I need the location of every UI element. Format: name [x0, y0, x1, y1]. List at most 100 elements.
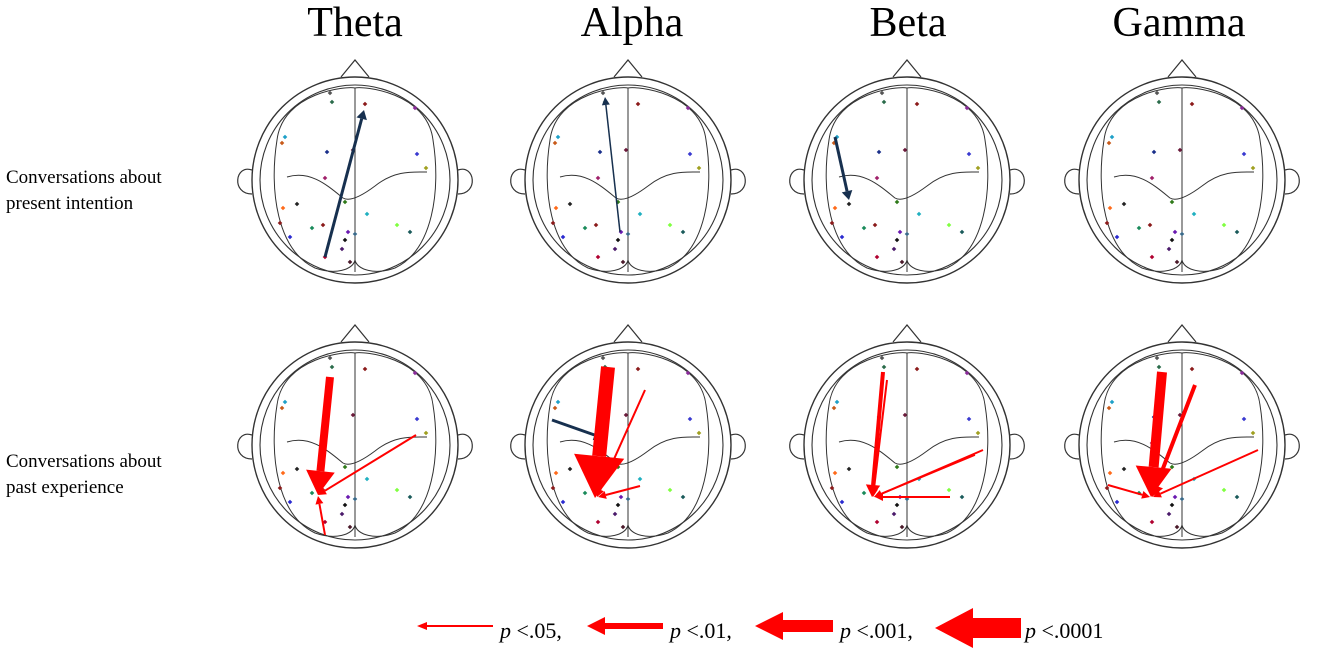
electrode-dot-icon	[364, 476, 370, 482]
connectivity-arrow-icon	[881, 454, 976, 495]
connectivity-arrow-icon	[872, 379, 888, 490]
electrode-dot-icon	[832, 470, 838, 476]
scalp-outline-icon	[259, 84, 451, 276]
electrode-dot-icon	[560, 499, 566, 505]
right-ear-icon	[457, 433, 473, 460]
right-hemisphere-icon	[1181, 87, 1264, 272]
connectivity-arrow-icon	[323, 118, 364, 258]
electrode-dot-icon	[553, 205, 559, 211]
right-ear-icon	[730, 168, 746, 195]
electrode-dot-icon	[320, 222, 326, 228]
legend-threshold: <.001,	[851, 618, 913, 643]
electrode-dot-icon	[552, 405, 558, 411]
central-sulcus-icon	[559, 171, 701, 200]
connectivity-arrow-icon-head	[601, 97, 610, 106]
arrow-icon	[935, 608, 1021, 648]
electrode-dot-icon	[1149, 175, 1155, 181]
central-sulcus-icon	[1113, 436, 1255, 465]
band-title-theta: Theta	[307, 0, 403, 46]
electrode-dot-icon	[696, 430, 702, 436]
electrode-dot-icon	[966, 151, 972, 157]
connectivity-arrow-icon	[605, 485, 641, 496]
legend-item-p05: p <.05,	[415, 608, 562, 653]
electrode-dot-icon	[1179, 496, 1185, 502]
connectivity-arrow-icon-head	[1149, 483, 1164, 497]
electrode-dot-icon	[287, 234, 293, 240]
electrode-dot-icon	[615, 502, 621, 508]
electrode-dot-icon	[294, 466, 300, 472]
left-hemisphere-icon	[1100, 352, 1183, 537]
electrode-dot-icon	[839, 234, 845, 240]
nose-icon	[340, 59, 370, 78]
electrode-dot-icon	[342, 237, 348, 243]
connectivity-arrow-icon-head	[875, 493, 883, 501]
electrode-dot-icon	[550, 220, 556, 226]
row-label-past-experience: Conversations about past experience	[6, 449, 162, 501]
electrode-dot-icon	[1174, 259, 1180, 265]
arrow-icon	[587, 617, 663, 635]
electrode-dot-icon	[975, 430, 981, 436]
electrode-dot-icon	[1156, 99, 1162, 105]
left-hemisphere-icon	[546, 87, 629, 272]
electrode-dot-icon	[874, 175, 880, 181]
legend-label-p01: p <.01,	[670, 618, 732, 644]
nose-icon	[892, 324, 922, 343]
electrode-dot-icon	[1114, 234, 1120, 240]
right-ear-icon	[730, 433, 746, 460]
electrode-dot-icon	[1151, 149, 1157, 155]
electrode-dot-icon	[553, 470, 559, 476]
legend-item-p01: p <.01,	[585, 608, 732, 653]
row-label-line: present intention	[6, 193, 134, 214]
connectivity-arrow-icon	[833, 136, 849, 192]
connectivity-arrow-icon-head	[841, 190, 853, 200]
central-sulcus-icon	[286, 436, 428, 465]
electrode-dot-icon	[894, 199, 900, 205]
electrode-dot-icon	[322, 175, 328, 181]
legend-item-p001: p <.001,	[753, 608, 913, 653]
head-map	[1064, 59, 1300, 284]
electrode-dot-icon	[914, 366, 920, 372]
left-hemisphere-icon	[546, 352, 629, 537]
electrode-dot-icon	[831, 140, 837, 146]
electrode-dot-icon	[946, 487, 952, 493]
legend-label-p05: p <.05,	[500, 618, 562, 644]
electrode-dot-icon	[696, 165, 702, 171]
electrode-dot-icon	[914, 101, 920, 107]
electrode-dot-icon	[339, 511, 345, 517]
electrode-dot-icon	[612, 246, 618, 252]
electrode-dot-icon	[1106, 140, 1112, 146]
electrode-dot-icon	[345, 494, 351, 500]
electrode-dot-icon	[966, 416, 972, 422]
right-ear-icon	[1284, 168, 1300, 195]
electrode-dot-icon	[1149, 254, 1155, 260]
electrode-dot-icon	[894, 237, 900, 243]
electrode-dot-icon	[593, 222, 599, 228]
electrode-dot-icon	[846, 466, 852, 472]
electrode-dot-icon	[595, 254, 601, 260]
electrode-dot-icon	[846, 201, 852, 207]
electrode-dot-icon	[423, 165, 429, 171]
electrode-dot-icon	[625, 231, 631, 237]
electrode-dot-icon	[899, 524, 905, 530]
electrode-dot-icon	[277, 220, 283, 226]
electrode-dot-icon	[637, 211, 643, 217]
connectivity-arrow-icon	[592, 366, 615, 457]
connectivity-arrow-icon	[316, 376, 334, 472]
head-map	[1064, 324, 1300, 549]
connectivity-arrow-icon-head	[1153, 490, 1162, 498]
electrode-dot-icon	[352, 231, 358, 237]
electrode-dot-icon	[407, 494, 413, 500]
electrode-dot-icon	[879, 355, 885, 361]
left-ear-icon	[510, 168, 526, 195]
electrode-dot-icon	[1239, 370, 1245, 376]
electrode-dot-icon	[959, 229, 965, 235]
left-ear-icon	[510, 433, 526, 460]
electrode-dot-icon	[327, 90, 333, 96]
electrode-dot-icon	[567, 201, 573, 207]
electrode-dot-icon	[897, 229, 903, 235]
connectivity-arrow-icon-head	[315, 496, 324, 505]
legend-label-p0001: p <.0001	[1025, 618, 1103, 644]
electrode-dot-icon	[342, 502, 348, 508]
electrode-dot-icon	[582, 490, 588, 496]
electrode-dot-icon	[946, 222, 952, 228]
